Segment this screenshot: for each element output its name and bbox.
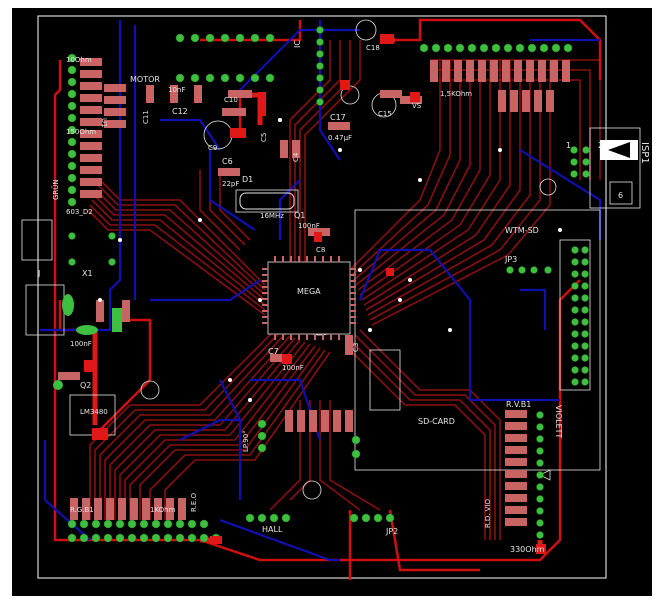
label-c10: C10	[224, 96, 238, 104]
label-rd-vio: R.D. VIO	[484, 498, 492, 528]
red-component-pads	[84, 34, 546, 554]
isp-key-triangle	[608, 142, 630, 158]
label-isp-pin2: 2	[598, 141, 603, 150]
label-22pf: 22pF	[222, 180, 239, 188]
label-motor: MOTOR	[130, 75, 160, 84]
label-c18: C18	[366, 44, 380, 52]
violett-header-outline	[559, 239, 591, 391]
label-violett: VIOLETT	[554, 405, 563, 438]
label-sd-card: SD-CARD	[418, 417, 455, 426]
label-jp3: JP3	[504, 255, 517, 264]
label-c3: C3	[352, 343, 360, 352]
label-150ohm: 150Ohm	[66, 128, 96, 136]
label-c11: C11	[142, 110, 150, 124]
mcu-package	[267, 261, 351, 335]
pin1-marker	[539, 469, 551, 481]
label-jp2: JP2	[385, 527, 398, 536]
power-jack-pads	[53, 294, 122, 390]
electrolytic-cap-c15	[355, 19, 377, 41]
label-ic: IC	[293, 40, 302, 48]
label-c7: C7	[268, 347, 279, 356]
left-resistor-column	[80, 58, 126, 198]
label-100nf-reg: 100nF	[70, 340, 92, 348]
label-isp-pin1: 1	[566, 141, 571, 150]
mount-hole-top-right	[539, 178, 557, 196]
top-right-resistor-array	[430, 60, 570, 112]
label-isp1: ISP1	[639, 142, 650, 164]
label-10ohm: 10Ohm	[66, 56, 92, 64]
label-reo: R.E.O	[190, 493, 198, 512]
hall-resistor-array	[285, 410, 353, 432]
label-lm3480: LM3480	[80, 408, 108, 416]
label-047uf: 0.47µF	[328, 134, 352, 142]
label-100nf-c7: 100nF	[282, 364, 304, 372]
label-x1: X1	[82, 269, 93, 278]
bottom-left-resistor-array	[70, 498, 186, 520]
label-d02: 603_D2	[66, 208, 93, 216]
label-hall: HALL	[262, 525, 283, 534]
violett-resistor-column	[505, 410, 527, 526]
sd-card-slot-outline	[369, 349, 401, 411]
label-q2: Q2	[80, 381, 91, 390]
label-d1: D1	[242, 175, 253, 184]
crystal-outline	[235, 189, 299, 213]
label-rvb1: R.V.B1	[506, 400, 531, 409]
label-1kohm: 1KOhm	[150, 506, 176, 514]
label-c17: C17	[330, 113, 346, 122]
label-lp: LP.90°	[242, 430, 250, 452]
label-c4: C4	[292, 152, 300, 162]
crystal-body	[239, 192, 295, 210]
label-wtm-sd: WTM-SD	[505, 226, 539, 235]
label-c9: C9	[208, 144, 217, 152]
label-c5: C5	[260, 133, 268, 142]
silkscreen-labels: ISP1 2 6 1 WTM-SD JP3 SD-CARD VIOLETT R.…	[37, 40, 650, 554]
label-330ohm-bottom: 330Ohm	[510, 545, 545, 554]
label-j: J	[37, 269, 40, 278]
label-10nf: 10nF	[168, 86, 185, 94]
label-isp-pin6: 6	[618, 191, 623, 200]
label-vs: VS	[412, 102, 422, 110]
wtm-sd-module-outline	[354, 209, 601, 471]
vias	[98, 118, 562, 402]
label-rgb1: R.G.B1	[70, 506, 94, 514]
label-gruen: GRÜN	[51, 179, 60, 200]
isp-connector-outline	[589, 127, 641, 209]
mount-hole-bottom-left	[140, 380, 160, 400]
isp-pin6-box	[609, 181, 633, 205]
label-15kohm: 1,5KOhm	[440, 90, 472, 98]
label-mega: MEGA	[297, 287, 321, 296]
label-c8: C8	[316, 246, 325, 254]
label-100nf-c8: 100nF	[298, 222, 320, 230]
mount-hole-bottom	[302, 480, 322, 500]
power-jack-outline	[21, 219, 53, 261]
board-outline	[37, 15, 607, 579]
label-16mhz: 16MHz	[260, 212, 284, 220]
label-q1: Q1	[294, 211, 305, 220]
label-c12: C12	[172, 107, 188, 116]
label-c6: C6	[222, 157, 233, 166]
mcu-pins	[262, 256, 356, 340]
top-power-traces	[53, 18, 602, 580]
label-c15: C15	[378, 110, 392, 118]
through-hole-pads	[67, 26, 590, 551]
label-u1: U1	[100, 118, 108, 128]
